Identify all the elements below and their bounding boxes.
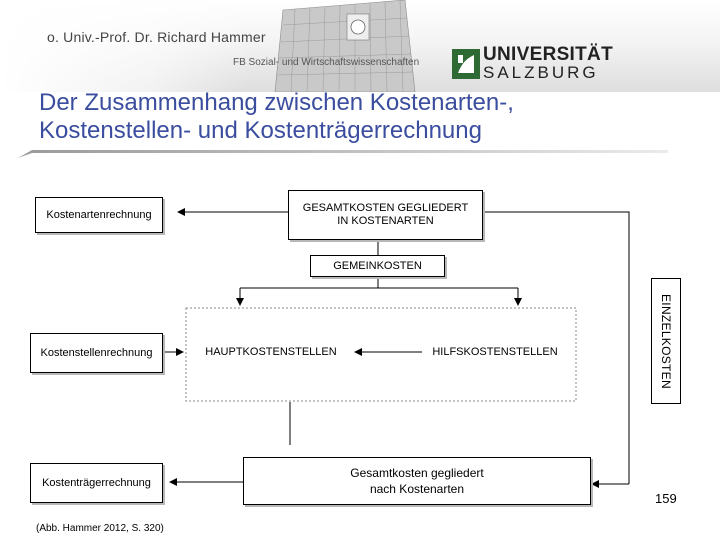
department-name: FB Sozial- und Wirtschaftswissenschaften (233, 57, 420, 68)
kostenstellenrechnung-box: Kostenstellenrechnung (30, 333, 163, 373)
title-underline (18, 150, 668, 158)
header-fade (0, 0, 250, 92)
kostentraegerrechnung-label: Kostenträgerrechnung (42, 476, 151, 489)
slide-title-line2: Kostenstellen- und Kostenträgerrechnung (39, 117, 482, 144)
hilfskostenstellen-label: HILFSKOSTENSTELLEN (432, 345, 558, 358)
kostenartenrechnung-box: Kostenartenrechnung (35, 197, 163, 233)
kostenartenrechnung-label: Kostenartenrechnung (46, 208, 152, 221)
logo-wordmark-line1: UNIVERSITÄT (483, 44, 613, 65)
gesamtkosten-result-box: Gesamtkosten gegliedert nach Kostenarten (243, 457, 591, 505)
author-name: o. Univ.-Prof. Dr. Richard Hammer (47, 29, 266, 45)
gemeinkosten-box: GEMEINKOSTEN (310, 255, 445, 277)
page-number: 159 (655, 491, 677, 506)
result-line2: nach Kostenarten (369, 482, 465, 496)
logo-wordmark-line2: SALZBURG (483, 63, 599, 82)
figure-source: (Abb. Hammer 2012, S. 320) (36, 523, 164, 534)
university-building-image (274, 0, 416, 92)
kostentraegerrechnung-box: Kostenträgerrechnung (30, 463, 163, 503)
slide-title-line1: Der Zusammenhang zwischen Kostenarten-, (39, 89, 514, 116)
hauptkostenstellen-label: HAUPTKOSTENSTELLEN (205, 345, 337, 358)
kostenstellenrechnung-label: Kostenstellenrechnung (40, 346, 153, 359)
university-logo-icon (452, 49, 480, 79)
line-gesamt-to-einzelkosten (483, 211, 630, 484)
gemeinkosten-label: GEMEINKOSTEN (333, 259, 422, 272)
einzelkosten-box: EINZELKOSTEN (651, 278, 681, 404)
gesamtkosten-line2: IN KOSTENARTEN (337, 215, 434, 227)
result-line1: Gesamtkosten gegliedert (350, 466, 484, 480)
slide-title: Der Zusammenhang zwischen Kostenarten-, … (39, 89, 679, 145)
cost-center-group (185, 307, 577, 402)
gesamtkosten-box: GESAMTKOSTEN GEGLIEDERT IN KOSTENARTEN (288, 190, 483, 240)
gesamtkosten-line1: GESAMTKOSTEN GEGLIEDERT (302, 202, 469, 214)
einzelkosten-label: EINZELKOSTEN (659, 293, 673, 389)
